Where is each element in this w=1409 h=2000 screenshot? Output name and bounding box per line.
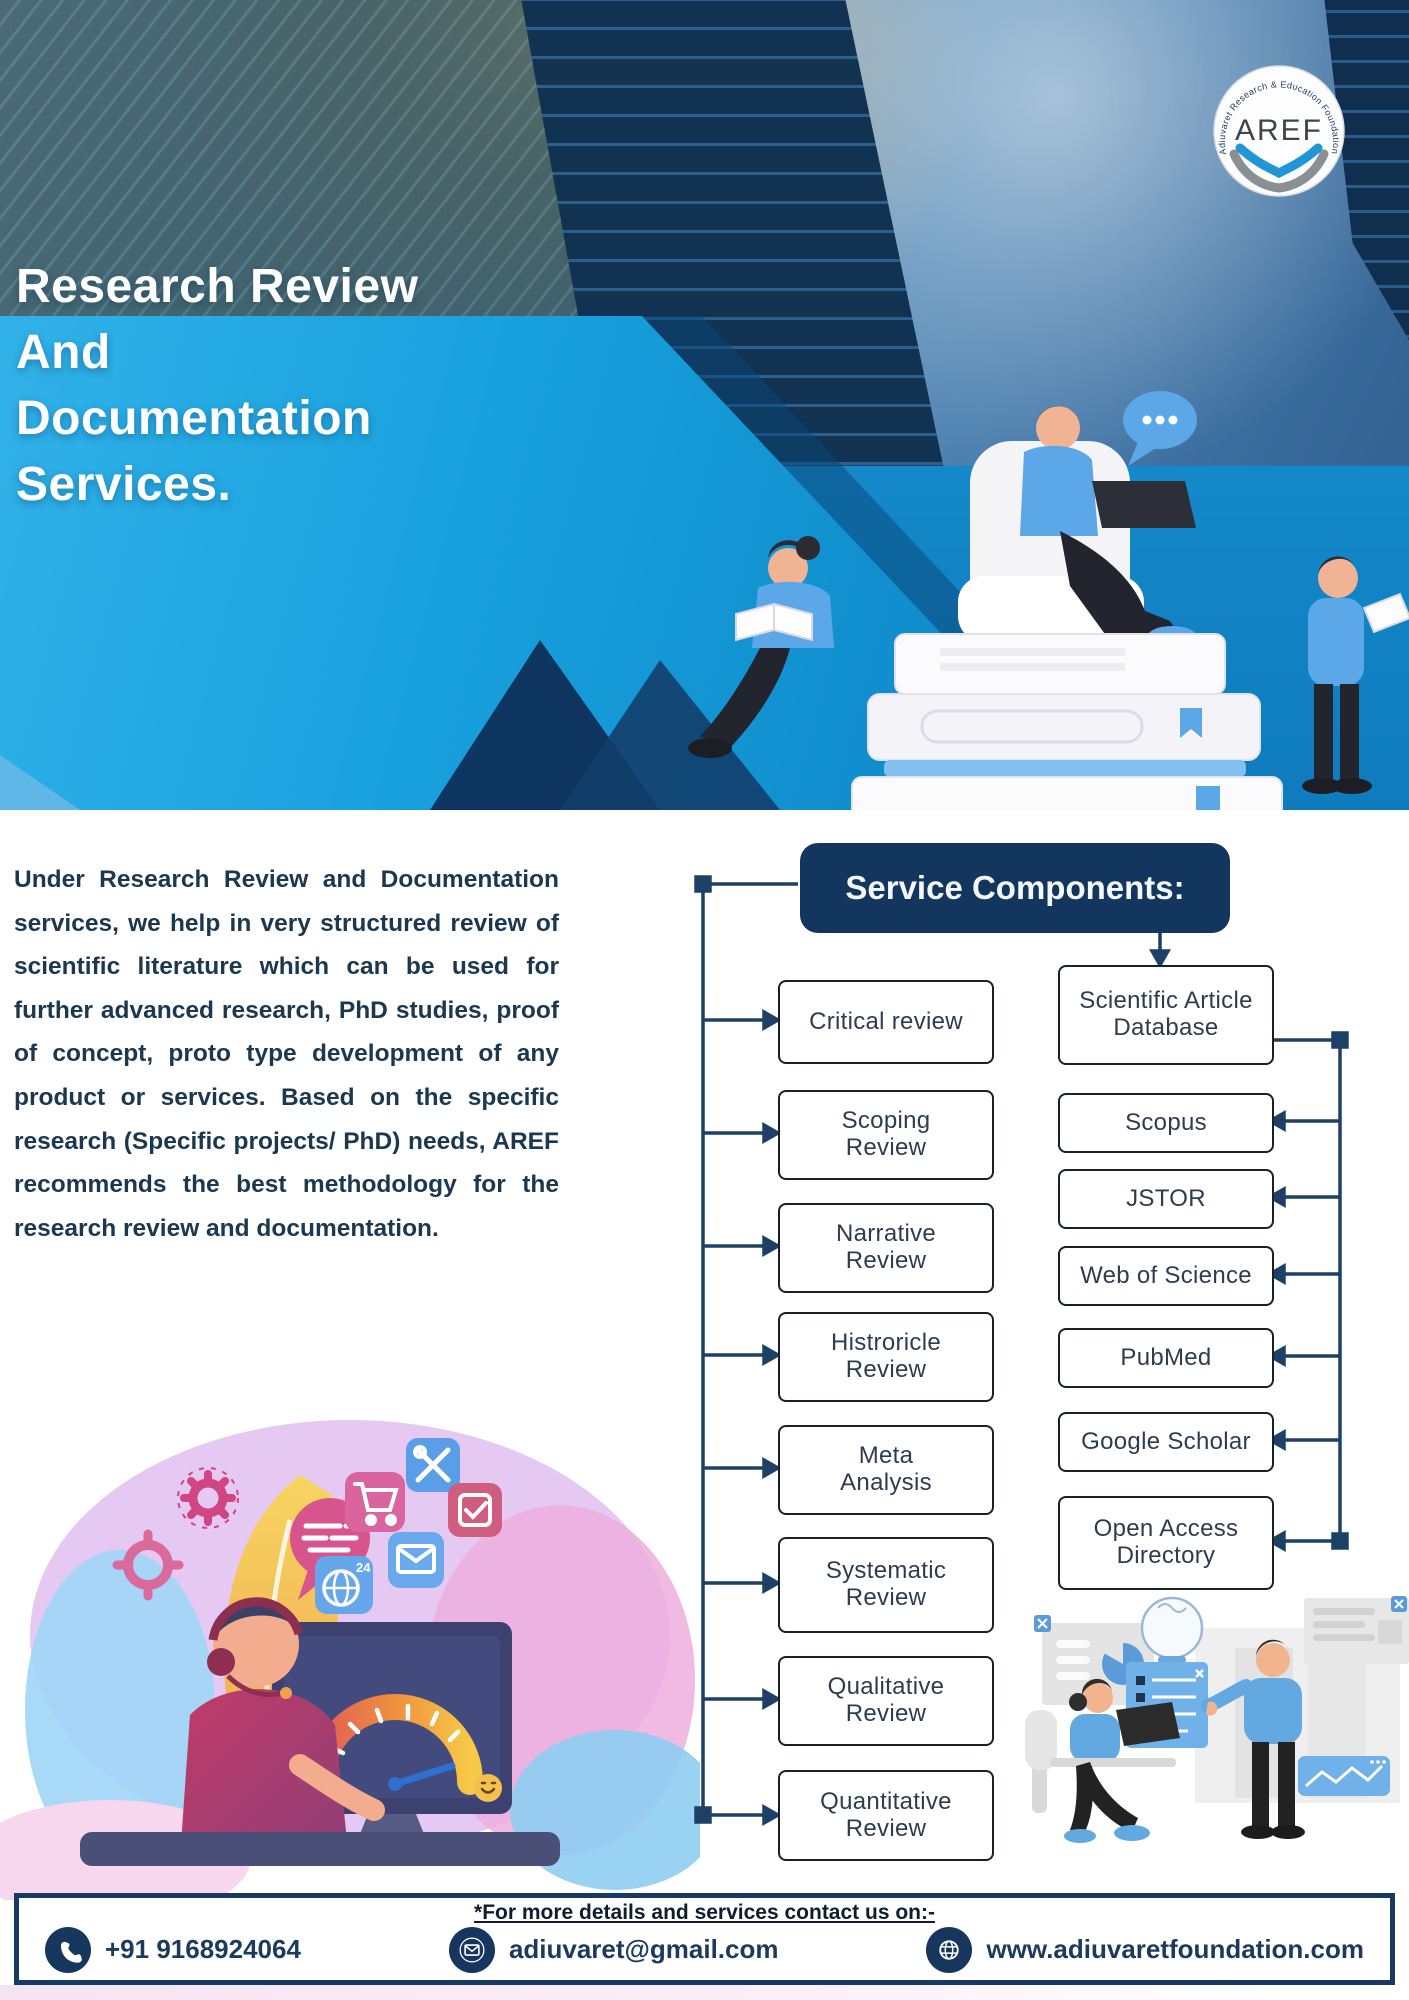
title-line: Services. bbox=[16, 458, 232, 511]
globe-icon bbox=[926, 1926, 973, 1973]
title-line: Research Review bbox=[16, 260, 419, 313]
gauge-needle bbox=[391, 1762, 456, 1788]
cart-icon bbox=[345, 1472, 405, 1532]
team-illustration bbox=[1025, 1596, 1409, 1843]
title-line: Documentation bbox=[16, 392, 372, 445]
support-agent bbox=[180, 1597, 385, 1858]
email-address: adiuvaret@gmail.com bbox=[508, 1934, 779, 1964]
review-type-box: Meta Analysis bbox=[778, 1425, 994, 1515]
gear-icon bbox=[177, 1467, 239, 1529]
database-box: Google Scholar bbox=[1058, 1412, 1274, 1472]
mail-icon bbox=[388, 1532, 444, 1588]
logo-book-icon bbox=[1235, 143, 1323, 179]
reader-standing bbox=[1302, 556, 1409, 794]
database-label: Scopus bbox=[1125, 1108, 1207, 1136]
database-box: Web of Science bbox=[1058, 1246, 1274, 1306]
website-contact: www.adiuvaretfoundation.com bbox=[926, 1926, 1364, 1973]
service-components-header: Service Components: bbox=[800, 843, 1230, 933]
pie-chart-icon bbox=[1102, 1639, 1123, 1664]
phone-contact: +91 9168924064 bbox=[45, 1926, 301, 1973]
review-type-label: Systematic Review bbox=[825, 1557, 947, 1611]
desk bbox=[80, 1832, 560, 1866]
book-stack bbox=[851, 633, 1283, 810]
checkbox-icon bbox=[448, 1483, 502, 1537]
review-type-label: Qualitative Review bbox=[827, 1673, 945, 1727]
logo-hand-icon bbox=[1274, 149, 1329, 193]
review-type-box: Narrative Review bbox=[778, 1203, 994, 1293]
email-contact: adiuvaret@gmail.com bbox=[448, 1926, 779, 1973]
database-box: Scopus bbox=[1058, 1093, 1274, 1153]
books-people-illustration bbox=[688, 391, 1409, 810]
database-box: PubMed bbox=[1058, 1328, 1274, 1388]
review-type-box: Critical review bbox=[778, 980, 994, 1064]
footer-contact-bar: *For more details and services contact u… bbox=[14, 1893, 1395, 1985]
database-label: Google Scholar bbox=[1081, 1427, 1251, 1455]
review-type-box: Scoping Review bbox=[778, 1090, 994, 1180]
reader-sitting bbox=[688, 536, 834, 758]
support-illustration: 24 bbox=[0, 1420, 700, 1900]
intro-paragraph: Under Research Review and Documentation … bbox=[14, 866, 559, 1242]
svg-text:24: 24 bbox=[356, 1560, 371, 1575]
review-type-box: Qualitative Review bbox=[778, 1656, 994, 1746]
bottom-accent-strip bbox=[0, 1985, 1409, 2000]
database-label: Web of Science bbox=[1080, 1261, 1252, 1289]
tools-icon bbox=[406, 1438, 460, 1492]
footer-contacts: +91 9168924064 adiuvaret@gmail.com bbox=[19, 1925, 1390, 1980]
review-type-label: Critical review bbox=[809, 1007, 963, 1035]
page-title: Research Review And Documentation Servic… bbox=[16, 254, 576, 518]
review-type-box: Quantitative Review bbox=[778, 1770, 994, 1861]
globe-24-icon: 24 bbox=[315, 1556, 373, 1614]
standing-person bbox=[1201, 1639, 1305, 1839]
happy-face-icon bbox=[474, 1774, 502, 1802]
title-line: And bbox=[16, 326, 111, 379]
logo-acronym: AREF bbox=[1235, 114, 1323, 147]
aref-logo: Adiuvaret Research & Education Foundatio… bbox=[1213, 65, 1345, 197]
database-parent-box: Scientific Article Database bbox=[1058, 965, 1274, 1065]
phone-icon bbox=[45, 1926, 91, 1973]
browser-card bbox=[1304, 1596, 1409, 1664]
review-type-box: Histroricle Review bbox=[778, 1312, 994, 1402]
footer-note: *For more details and services contact u… bbox=[474, 1901, 935, 1924]
phone-number: +91 9168924064 bbox=[105, 1934, 301, 1964]
speech-bubble-icon bbox=[1123, 391, 1197, 466]
laptop bbox=[1116, 1702, 1180, 1746]
hero-banner: Research Review And Documentation Servic… bbox=[0, 0, 1409, 810]
database-label: Open Access Directory bbox=[1093, 1515, 1239, 1569]
database-box: JSTOR bbox=[1058, 1169, 1274, 1229]
review-type-label: Narrative Review bbox=[835, 1220, 937, 1274]
database-box: Open Access Directory bbox=[1058, 1496, 1274, 1590]
trend-card bbox=[1298, 1756, 1390, 1796]
database-label: Scientific Article Database bbox=[1079, 987, 1253, 1041]
email-icon bbox=[448, 1926, 495, 1973]
gear-icon bbox=[112, 1529, 184, 1601]
review-type-box: Systematic Review bbox=[778, 1537, 994, 1633]
review-type-label: Meta Analysis bbox=[840, 1442, 932, 1496]
headset-icon bbox=[208, 1597, 304, 1641]
database-label: PubMed bbox=[1120, 1343, 1212, 1371]
seated-person bbox=[1025, 1678, 1180, 1843]
database-label: JSTOR bbox=[1126, 1184, 1206, 1212]
review-type-label: Scoping Review bbox=[841, 1107, 931, 1161]
website-url: www.adiuvaretfoundation.com bbox=[986, 1934, 1364, 1964]
review-type-label: Quantitative Review bbox=[820, 1787, 952, 1842]
review-type-label: Histroricle Review bbox=[831, 1329, 941, 1383]
